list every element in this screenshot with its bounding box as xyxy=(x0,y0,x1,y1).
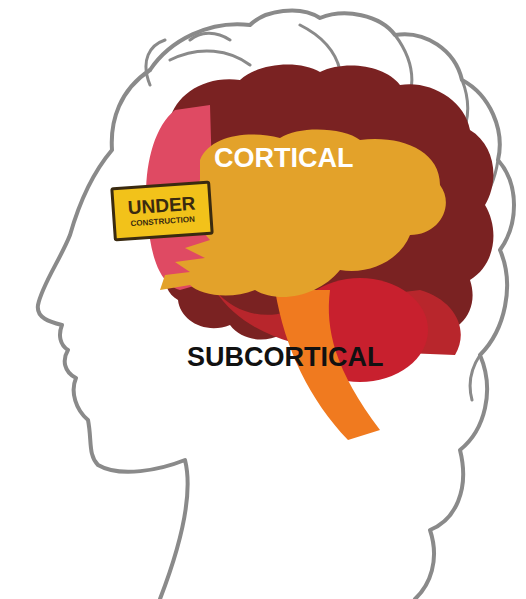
sign-text: UNDER xyxy=(117,186,207,218)
construction-sign: UNDERCONSTRUCTION xyxy=(110,181,214,242)
subcortical-label: SUBCORTICAL xyxy=(187,342,384,373)
cortical-label: CORTICAL xyxy=(214,143,353,174)
hair-outline xyxy=(150,11,514,599)
